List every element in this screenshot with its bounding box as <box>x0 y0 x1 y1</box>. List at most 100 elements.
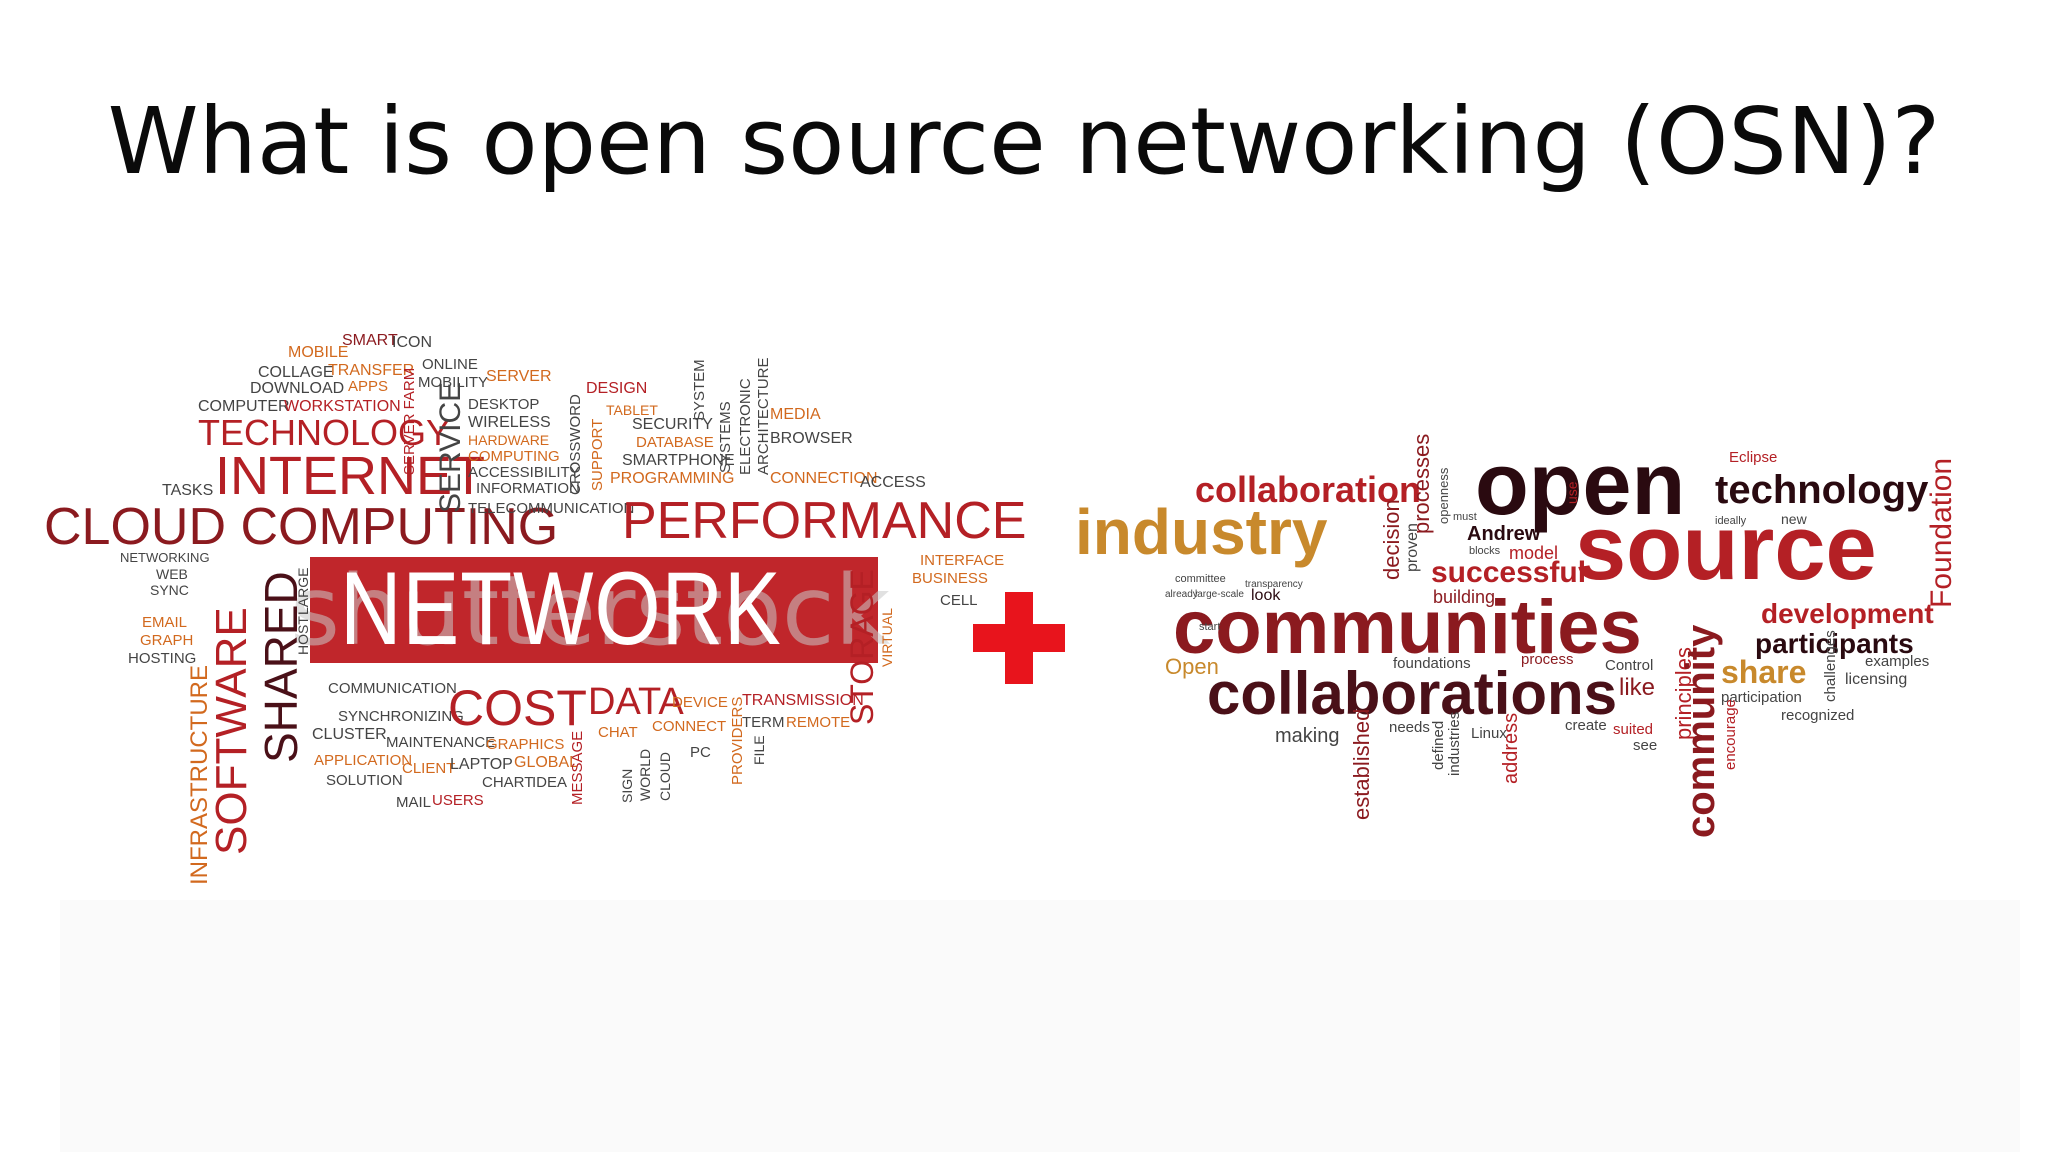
word: community <box>1679 624 1723 838</box>
word: SERVER <box>486 368 552 385</box>
word: WIRELESS <box>468 414 551 431</box>
word: GRAPHICS <box>486 736 565 753</box>
word: WORKSTATION <box>284 398 401 415</box>
word: create <box>1565 717 1607 734</box>
word: MAIL <box>396 794 432 811</box>
word: participation <box>1721 689 1802 706</box>
word: CONNECT <box>652 718 727 735</box>
word: CROSSWORD <box>567 394 584 495</box>
word: CLUSTER <box>312 726 387 743</box>
word: must <box>1453 511 1477 523</box>
word: COST <box>448 680 587 736</box>
word: Control <box>1605 657 1654 674</box>
word: Andrew <box>1467 523 1541 545</box>
word: MAINTENANCE <box>386 734 496 751</box>
word: TERM <box>742 714 785 731</box>
word: TELECOMMUNICATION <box>468 500 635 517</box>
word: committee <box>1175 573 1226 585</box>
word: decision <box>1379 499 1404 580</box>
word: VIRTUAL <box>879 608 895 667</box>
word: development <box>1761 598 1934 629</box>
word: Foundation <box>1925 457 1958 608</box>
word: MESSAGE <box>569 730 586 805</box>
word: EMAIL <box>142 614 188 631</box>
word: INTERNET <box>215 446 485 506</box>
word: DATABASE <box>636 434 714 451</box>
word: collaborations <box>1207 660 1618 727</box>
word: STORAGE <box>844 569 880 725</box>
word: DEVICE <box>672 694 728 711</box>
word: processes <box>1409 433 1434 534</box>
word: Linux <box>1471 725 1507 742</box>
word: COMPUTING <box>468 448 560 465</box>
word: established <box>1349 708 1374 820</box>
word: INFORMATION <box>476 480 580 497</box>
word: SYSTEM <box>691 359 708 421</box>
word: COMPUTER <box>198 398 290 415</box>
word: SERVICE <box>434 381 467 513</box>
network-banner <box>310 557 878 663</box>
word: recognized <box>1781 707 1855 724</box>
word: building <box>1433 587 1496 607</box>
footer-area <box>60 900 2020 1152</box>
word: foundations <box>1393 655 1471 672</box>
word: SYNCHRONIZING <box>338 708 464 725</box>
word: DOWNLOAD <box>250 380 345 397</box>
word: new <box>1781 511 1807 527</box>
word: PROVIDERS <box>729 696 746 785</box>
word: DESIGN <box>586 380 648 397</box>
word: COMMUNICATION <box>328 680 457 697</box>
word: MOBILITY <box>418 374 489 391</box>
word: start <box>1199 621 1221 633</box>
word: ONLINE <box>422 356 478 373</box>
word: technology <box>1715 468 1929 512</box>
word: ACCESS <box>860 474 926 491</box>
word: REMOTE <box>786 714 851 731</box>
word: participants <box>1755 628 1914 659</box>
word: licensing <box>1845 671 1908 688</box>
word: needs <box>1389 719 1430 736</box>
word: process <box>1521 651 1574 668</box>
word: ELECTRONIC <box>737 378 754 475</box>
word: SOFTWARE <box>207 607 256 855</box>
word: CLOUD <box>657 751 673 801</box>
word: collaboration <box>1195 469 1422 510</box>
word: CHAT <box>598 724 638 741</box>
word: already <box>1165 589 1198 600</box>
word: look <box>1251 587 1281 604</box>
word: SMART <box>342 332 398 349</box>
word: GRAPH <box>140 632 194 649</box>
word: INTERFACE <box>920 552 1005 569</box>
word: PERFORMANCE <box>622 492 1027 550</box>
word: NETWORKING <box>120 550 210 565</box>
word: ideally <box>1715 515 1747 527</box>
word: SMARTPHONE <box>622 452 735 469</box>
word: SYSTEMS <box>717 401 734 473</box>
word: CONNECTION <box>770 470 878 487</box>
word: industries <box>1446 711 1463 776</box>
word: SIGN <box>619 768 635 803</box>
word: CHART <box>482 774 534 791</box>
word: BROWSER <box>770 430 853 447</box>
word: LAPTOP <box>450 756 513 773</box>
word: MEDIA <box>770 406 821 423</box>
word: CELL <box>940 592 978 609</box>
network-word: NETWORK <box>340 551 782 667</box>
word: SYNC <box>150 582 189 598</box>
word: PROGRAMMING <box>610 470 735 487</box>
word: encourage <box>1722 699 1739 770</box>
word: challenges <box>1822 630 1839 702</box>
word: ICON <box>392 334 432 351</box>
word: CLOUD COMPUTING <box>44 498 559 556</box>
word: FILE <box>751 735 767 765</box>
word: WEB <box>156 566 188 582</box>
word: see <box>1633 737 1658 754</box>
word: IDEA <box>532 774 568 791</box>
word: TASKS <box>162 482 214 499</box>
word: DESKTOP <box>468 396 540 413</box>
word: CLIENT <box>402 760 456 777</box>
word: communities <box>1173 585 1642 670</box>
open-source-word-cloud: collaboration processes openness open Ec… <box>1075 434 1975 860</box>
word: USERS <box>432 792 484 809</box>
word: SERVER FARM <box>401 367 418 475</box>
